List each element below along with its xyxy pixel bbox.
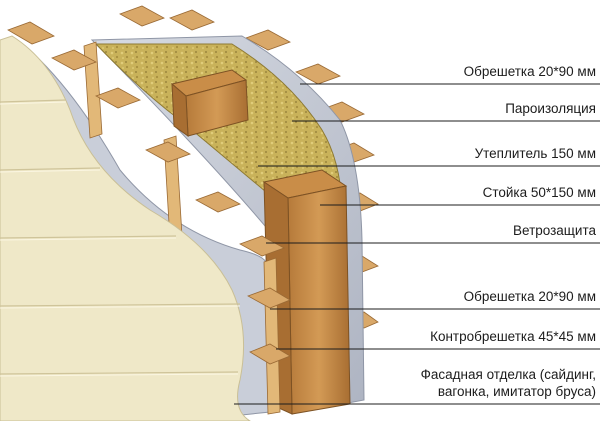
siding-boards [0,99,241,377]
label-obreshetka-top: Обрешетка 20*90 мм [463,64,596,79]
label-obreshetka-bottom: Обрешетка 20*90 мм [463,289,596,304]
label-paroizolyatsiya: Пароизоляция [505,101,596,116]
leader-lines [234,83,600,405]
label-vetrozashchita: Ветрозащита [513,223,596,238]
obreshetka-outer-battens [7,21,291,365]
label-stoyka: Стойка 50*150 мм [482,185,596,200]
label-kontrobreshetka: Контробрешетка 45*45 мм [430,329,596,344]
label-uteplitel: Утеплитель 150 мм [474,146,596,161]
siding-facade [0,35,251,421]
label-fasad-line2: вагонка, имитатор бруса) [437,384,596,399]
label-fasad-line1: Фасадная отделка (сайдинг, [420,367,596,382]
stud-front-face [287,185,351,415]
